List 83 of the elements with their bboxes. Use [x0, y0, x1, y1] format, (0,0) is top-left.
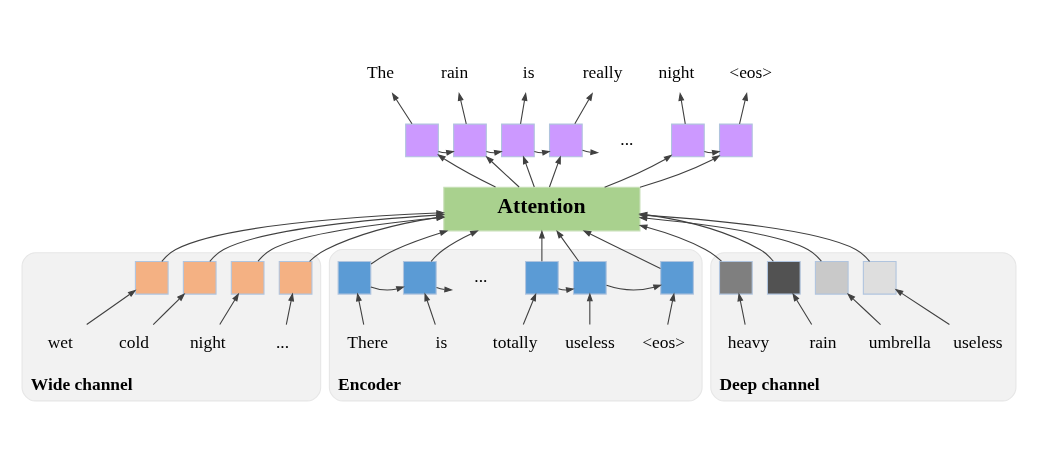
arrow [436, 153, 496, 188]
arrow [391, 91, 413, 124]
arrow [369, 285, 405, 292]
node-text: useless [564, 331, 615, 352]
arrow [586, 292, 593, 325]
arrow [152, 292, 185, 325]
node-box [278, 260, 312, 295]
node-text: umbrella [868, 331, 931, 352]
node-text: ... [473, 265, 487, 286]
arrow [538, 229, 545, 262]
node-box [718, 260, 753, 295]
arrow [485, 149, 503, 156]
arrow [430, 229, 479, 262]
node-box [402, 260, 437, 295]
node-box [766, 260, 801, 295]
node-text: night [189, 331, 226, 352]
node-box [524, 260, 559, 295]
node-text: <eos> [728, 61, 772, 82]
arrow [522, 292, 536, 325]
node-box [134, 260, 169, 295]
arrow [666, 292, 675, 325]
node-text: ... [275, 331, 289, 352]
arrow [894, 288, 950, 325]
arrow [605, 283, 662, 291]
node-text: There [346, 331, 388, 352]
arrow [355, 292, 364, 325]
arrow [638, 223, 722, 262]
node-box [182, 260, 217, 295]
node-box [670, 123, 705, 157]
node-box [718, 123, 753, 157]
node-text: is [435, 331, 447, 352]
node-box: Attention [442, 186, 640, 231]
arrow [581, 148, 599, 155]
node-text: really [582, 61, 622, 82]
node-text: rain [440, 61, 468, 82]
node-text: wet [47, 331, 73, 352]
arrow [457, 91, 467, 124]
arrow [519, 91, 527, 124]
arrow [738, 91, 748, 124]
node-box [814, 260, 849, 295]
node-box [452, 123, 487, 157]
node-text: totally [492, 331, 537, 352]
arrow [533, 149, 551, 156]
arrow [703, 149, 721, 156]
node-box [862, 260, 897, 295]
arrow [218, 292, 239, 325]
node-box [572, 260, 607, 295]
arrow [435, 286, 453, 293]
node-box [548, 123, 583, 157]
arrow [557, 286, 575, 293]
arrow [484, 155, 520, 188]
arrow [257, 214, 445, 262]
arrow [548, 154, 561, 188]
node-text: night [657, 61, 694, 82]
node-box [500, 123, 535, 157]
node-text: heavy [727, 331, 769, 352]
arrow [791, 292, 812, 325]
arrow [639, 154, 720, 188]
node-text: rain [808, 331, 837, 352]
arrow [437, 149, 455, 156]
arrow [677, 91, 686, 124]
arrow [846, 292, 881, 325]
node-box [337, 260, 371, 295]
node-box [659, 260, 694, 295]
arrow [308, 214, 445, 262]
node-text: is [522, 61, 534, 82]
arrow [736, 292, 746, 325]
node-text: cold [118, 331, 149, 352]
node-box [230, 260, 265, 295]
node-box [404, 123, 439, 157]
arrow [573, 91, 593, 124]
arrow [555, 229, 579, 262]
arrow [85, 289, 136, 325]
arrow [370, 229, 448, 265]
node-text: ... [619, 128, 633, 149]
arrow [603, 154, 672, 188]
node-text: useless [952, 331, 1003, 352]
node-text: The [366, 61, 394, 82]
arrow [522, 154, 535, 188]
arrow [423, 292, 436, 325]
arrow [582, 229, 661, 269]
arrow [285, 292, 294, 325]
node-text: <eos> [641, 331, 685, 352]
